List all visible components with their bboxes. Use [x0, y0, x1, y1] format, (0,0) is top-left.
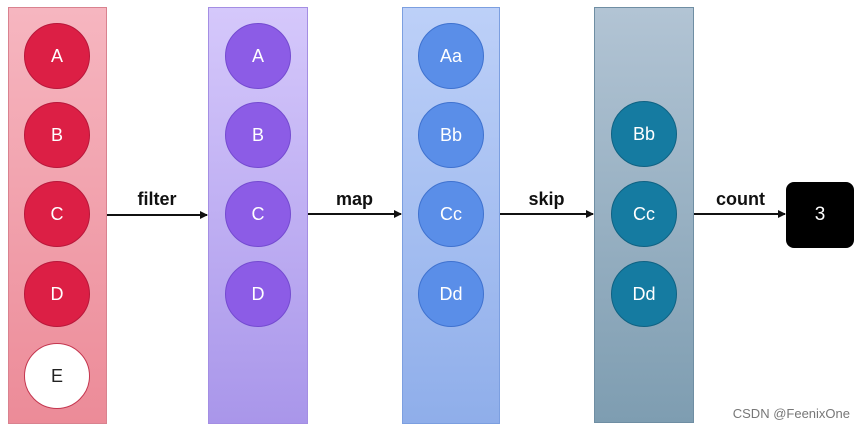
stage-2-item: Bb [418, 102, 484, 168]
stage-0-item: D [24, 261, 90, 327]
stage-3-item: Dd [611, 261, 677, 327]
stage-0-item-filtered-out: E [24, 343, 90, 409]
operation-label-count: count [716, 189, 765, 209]
stage-1-item: C [225, 181, 291, 247]
operation-label-filter: filter [137, 189, 177, 209]
stage-2-item: Dd [418, 261, 484, 327]
stage-1-item: A [225, 23, 291, 89]
operation-label-skip: skip [528, 189, 565, 209]
stage-2-item: Aa [418, 23, 484, 89]
stage-2-item: Cc [418, 181, 484, 247]
stage-1-item: D [225, 261, 291, 327]
watermark: CSDN @FeenixOne [732, 406, 850, 421]
stage-1-item: B [225, 102, 291, 168]
result-box: 3 [786, 182, 854, 248]
stage-3-item: Bb [611, 101, 677, 167]
stage-3-item: Cc [611, 181, 677, 247]
stage-0-item: B [24, 102, 90, 168]
stage-0-item: C [24, 181, 90, 247]
operation-label-map: map [335, 189, 373, 209]
stage-0-item: A [24, 23, 90, 89]
